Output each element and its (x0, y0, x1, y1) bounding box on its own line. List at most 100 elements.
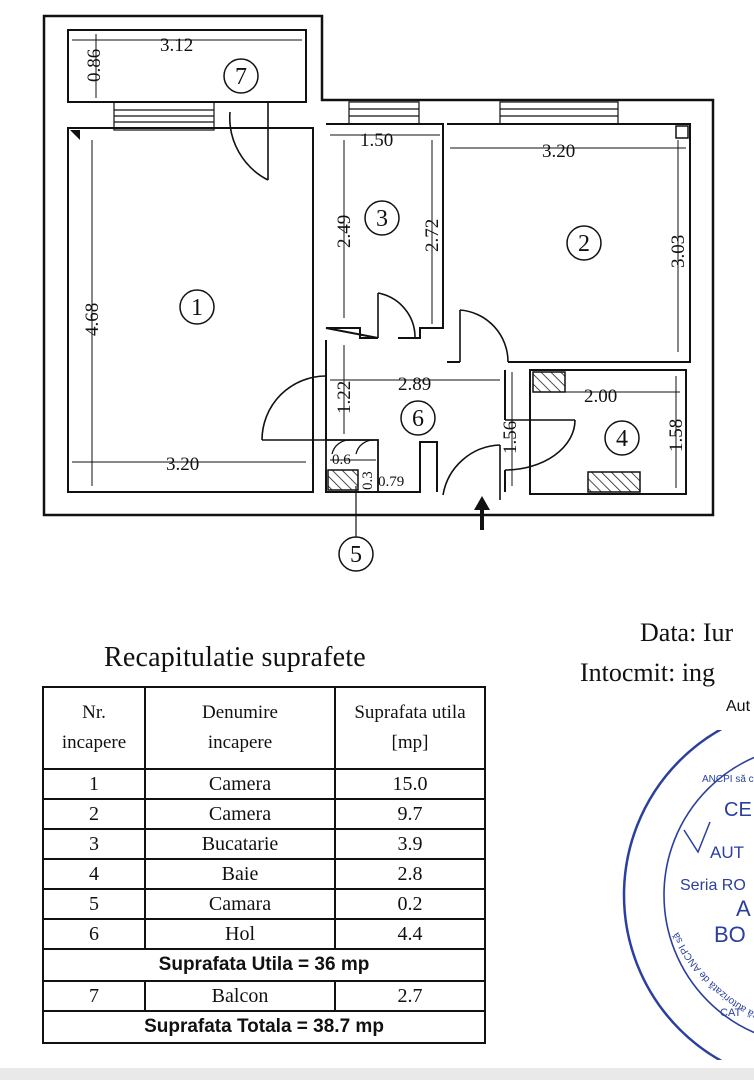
bottom-edge (0, 1068, 754, 1080)
window-room3 (348, 101, 420, 125)
corner-mark (675, 125, 689, 139)
room-number-6: 6 (400, 400, 436, 436)
author-line: Intocmit: ing (580, 658, 715, 688)
recap-table: Nr. incapere Denumire incapere Suprafata… (42, 686, 486, 1044)
room-number-5: 5 (338, 486, 374, 572)
header-nr-line1: Nr. (82, 702, 106, 723)
cell-nr: 5 (42, 888, 146, 920)
dimension-lines (72, 34, 686, 488)
room-number-7: 7 (223, 58, 259, 94)
stamp-line2: AUT (710, 843, 744, 862)
hatched-shaft (587, 471, 641, 493)
usable-total-row: Suprafata Utila = 36 mp (42, 948, 486, 982)
dim-hall-width: 2.89 (398, 374, 431, 395)
floor-plan: 3.12 0.86 4.68 3.20 1.50 2.49 2.72 3.20 … (42, 14, 715, 572)
svg-text:6: 6 (412, 406, 424, 432)
cell-nr: 2 (42, 798, 146, 830)
stamp-line4: A (736, 896, 751, 921)
dim-hall-depth: 1.56 (500, 421, 521, 454)
dim-balcony-width: 3.12 (160, 35, 193, 56)
cell-area: 9.7 (334, 798, 486, 830)
cell-nr: 4 (42, 858, 146, 890)
svg-text:3: 3 (376, 206, 388, 232)
cell-name: Camara (144, 888, 336, 920)
dim-room2-width: 3.20 (542, 141, 575, 162)
stamp-line1: CE (724, 799, 752, 821)
door-room3 (377, 292, 416, 339)
room-2-outline (447, 123, 691, 363)
dim-room3-height-b: 2.72 (422, 219, 443, 252)
authorization-fragment: Aut (726, 698, 751, 715)
dim-bath-width: 2.00 (584, 386, 617, 407)
header-nr: Nr. incapere (42, 686, 146, 770)
door-balcony (228, 102, 269, 181)
cell-area: 2.8 (334, 858, 486, 890)
hatched-shaft (532, 371, 566, 393)
cell-nr: 7 (42, 980, 146, 1012)
room-number-3: 3 (364, 200, 400, 236)
header-name-line2: incapere (207, 732, 273, 753)
svg-text:5: 5 (350, 542, 362, 568)
door-bath (504, 419, 576, 471)
table-header-row: Nr. incapere Denumire incapere Suprafata… (42, 686, 486, 770)
room-number-4: 4 (604, 420, 640, 456)
room-5-outline (325, 439, 379, 493)
hatched-shaft (327, 469, 359, 491)
dim-pantry-depth: 0.3 (360, 471, 376, 490)
usable-total: Suprafata Utila = 36 mp (42, 948, 486, 982)
cell-name: Balcon (144, 980, 336, 1012)
svg-text:1: 1 (191, 295, 203, 321)
header-name: Denumire incapere (144, 686, 336, 770)
stamp-line3: Seria RO (680, 877, 746, 894)
room-1-outline (67, 127, 314, 493)
grand-total-row: Suprafata Totala = 38.7 mp (42, 1010, 486, 1044)
hall-outline (325, 340, 506, 493)
date-label: Data: (640, 618, 697, 647)
cell-name: Camera (144, 798, 336, 830)
cell-nr: 6 (42, 918, 146, 950)
header-area-line2: [mp] (391, 732, 429, 753)
stamp-line5: BO (714, 922, 746, 947)
header-name-line1: Denumire (202, 702, 278, 723)
signature-mark (683, 821, 711, 854)
dim-room3-width: 1.50 (360, 130, 393, 151)
room-4-outline (529, 369, 687, 495)
author-label: Intocmit: (580, 658, 676, 687)
cell-name: Bucatarie (144, 828, 336, 860)
dim-room1-height: 4.68 (82, 303, 103, 336)
date-value: Iur (702, 618, 734, 647)
entrance-arrow-icon (474, 496, 490, 530)
dim-hall-height: 1.22 (334, 381, 355, 414)
cell-area: 15.0 (334, 768, 486, 800)
cell-name: Hol (144, 918, 336, 950)
door-entrance (442, 444, 501, 500)
room-3-outline (325, 123, 444, 339)
dim-room3-height-a: 2.49 (334, 215, 355, 248)
header-nr-line2: incapere (61, 732, 127, 753)
door-room1 (261, 375, 327, 441)
authorization-stamp: Persoana fizică autorizată de ANCPI să A… (622, 730, 754, 1060)
stamp-bottom: CAT (720, 1007, 741, 1019)
dim-room1-width: 3.20 (166, 454, 199, 475)
recap-title: Recapitulatie suprafete (104, 642, 366, 673)
cell-area: 4.4 (334, 918, 486, 950)
header-area: Suprafata utila [mp] (334, 686, 486, 770)
cell-name: Baie (144, 858, 336, 890)
cell-area: 0.2 (334, 888, 486, 920)
dim-pantry-gap: 0.79 (378, 474, 404, 490)
dim-pantry-width: 0.6 (332, 452, 351, 468)
dim-bath-height: 1.58 (666, 419, 687, 452)
cell-name: Camera (144, 768, 336, 800)
cell-nr: 3 (42, 828, 146, 860)
door-pantry (331, 439, 375, 455)
dim-room2-height: 3.03 (668, 235, 689, 268)
window-room1 (113, 101, 215, 131)
dim-balcony-depth: 0.86 (84, 49, 105, 82)
header-area-line1: Suprafata utila (354, 702, 466, 723)
